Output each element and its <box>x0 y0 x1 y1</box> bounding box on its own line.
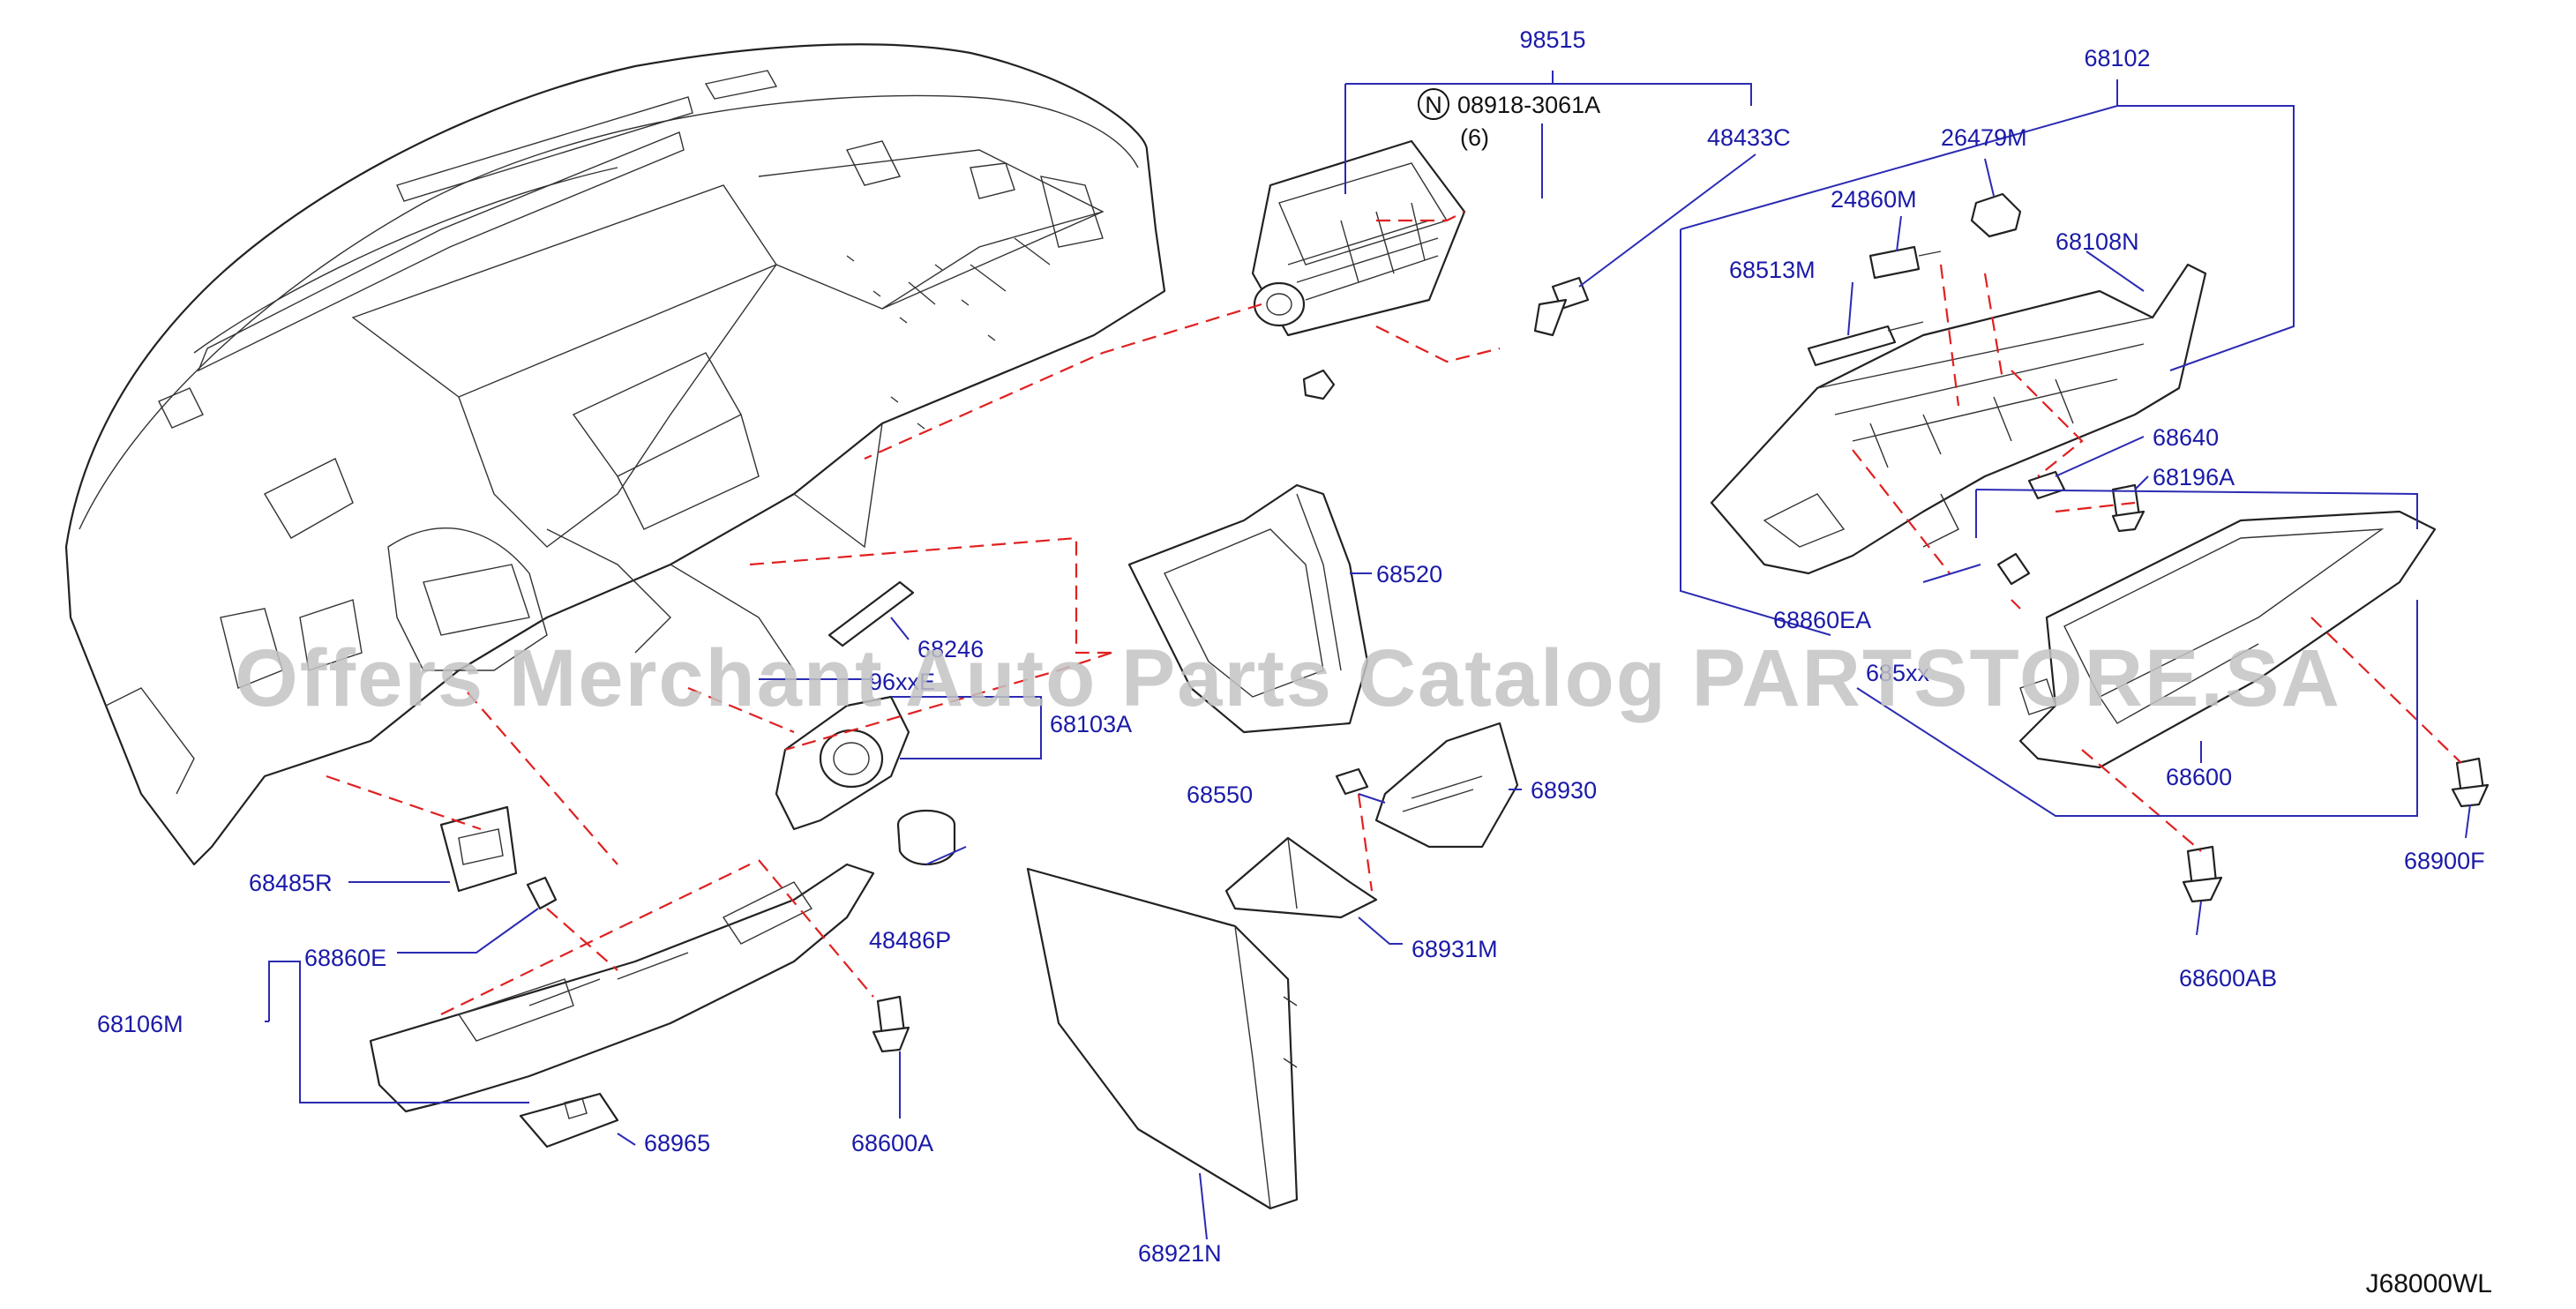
callout-68550: 68550 <box>1187 782 1253 808</box>
assembly-dash-lines <box>326 211 2462 1015</box>
callout-68246: 68246 <box>917 636 984 662</box>
vent-finisher <box>775 695 910 831</box>
callout-68640: 68640 <box>2153 424 2219 451</box>
side-panel-68921n <box>1026 867 1299 1210</box>
callout-26479m: 26479M <box>1941 124 2027 151</box>
lamp-24860m <box>1868 245 1942 280</box>
callout-qty-6: (6) <box>1460 124 1489 151</box>
screw-68600a <box>872 995 910 1053</box>
callout-68921n: 68921N <box>1138 1240 1222 1267</box>
clip-68860ea <box>1996 552 2031 586</box>
bumper-68600ab <box>2182 845 2223 903</box>
callout-68513m: 68513M <box>1729 257 1816 283</box>
glove-box-lid <box>2018 510 2437 769</box>
callout-68485r: 68485R <box>249 870 333 896</box>
watermark-text: Offers Merchant Auto Parts Catalog PARTS… <box>235 633 2341 723</box>
callout-08918-3061a: 08918-3061A <box>1457 92 1600 118</box>
switch-26479m <box>1970 192 2022 238</box>
cluster-lid <box>1127 483 1369 734</box>
callout-68900f: 68900F <box>2404 848 2485 874</box>
callout-68108n: 68108N <box>2056 228 2139 255</box>
leader-lines <box>265 71 2471 1240</box>
callout-68520: 68520 <box>1376 561 1442 587</box>
bolt-48433c <box>1533 276 1590 337</box>
bumper-68900f <box>2451 757 2490 808</box>
bracket-68485r <box>439 805 518 893</box>
clip-68860e <box>526 876 558 910</box>
screw-68196a <box>2111 483 2145 533</box>
instrument-panel <box>64 43 1166 866</box>
callout-68930: 68930 <box>1531 777 1597 804</box>
n-symbol-circle <box>1418 88 1449 120</box>
callout-68860ea: 68860EA <box>1773 607 1871 633</box>
clip-68246 <box>827 580 915 647</box>
callout-68931m: 68931M <box>1412 936 1498 962</box>
bracket-68931m <box>1224 836 1378 919</box>
callout-48486p: 48486P <box>869 927 951 954</box>
callout-labels: 98515 08918-3061A (6) 48433C 68102 26479… <box>97 26 2485 1267</box>
callout-98515: 98515 <box>1519 26 1585 53</box>
n-symbol-text: N <box>1425 92 1442 118</box>
bracket-68930 <box>1374 722 1519 849</box>
damper-68513m <box>1807 321 1924 367</box>
callout-685xx: 685xx <box>1866 660 1930 686</box>
lower-cover <box>369 863 875 1148</box>
callout-68600: 68600 <box>2166 764 2232 790</box>
glove-box-housing <box>1710 263 2207 575</box>
callout-68102: 68102 <box>2084 45 2150 71</box>
callout-68196a: 68196A <box>2153 464 2235 490</box>
callout-68600a: 68600A <box>851 1130 933 1156</box>
airbag-module <box>1251 139 1466 400</box>
clip-68550 <box>1335 767 1369 796</box>
callout-68103a: 68103A <box>1050 711 1132 737</box>
callout-96xxe: 96xxE <box>869 669 935 695</box>
callout-48433c: 48433C <box>1707 124 1791 151</box>
callout-24860m: 24860M <box>1831 186 1917 213</box>
callout-68106m: 68106M <box>97 1011 183 1037</box>
callout-68965: 68965 <box>644 1130 710 1156</box>
callout-68600ab: 68600AB <box>2179 965 2277 991</box>
diagram-code: J68000WL <box>2366 1269 2492 1298</box>
callout-68860e: 68860E <box>304 945 386 971</box>
clip-68640 <box>2027 470 2066 500</box>
